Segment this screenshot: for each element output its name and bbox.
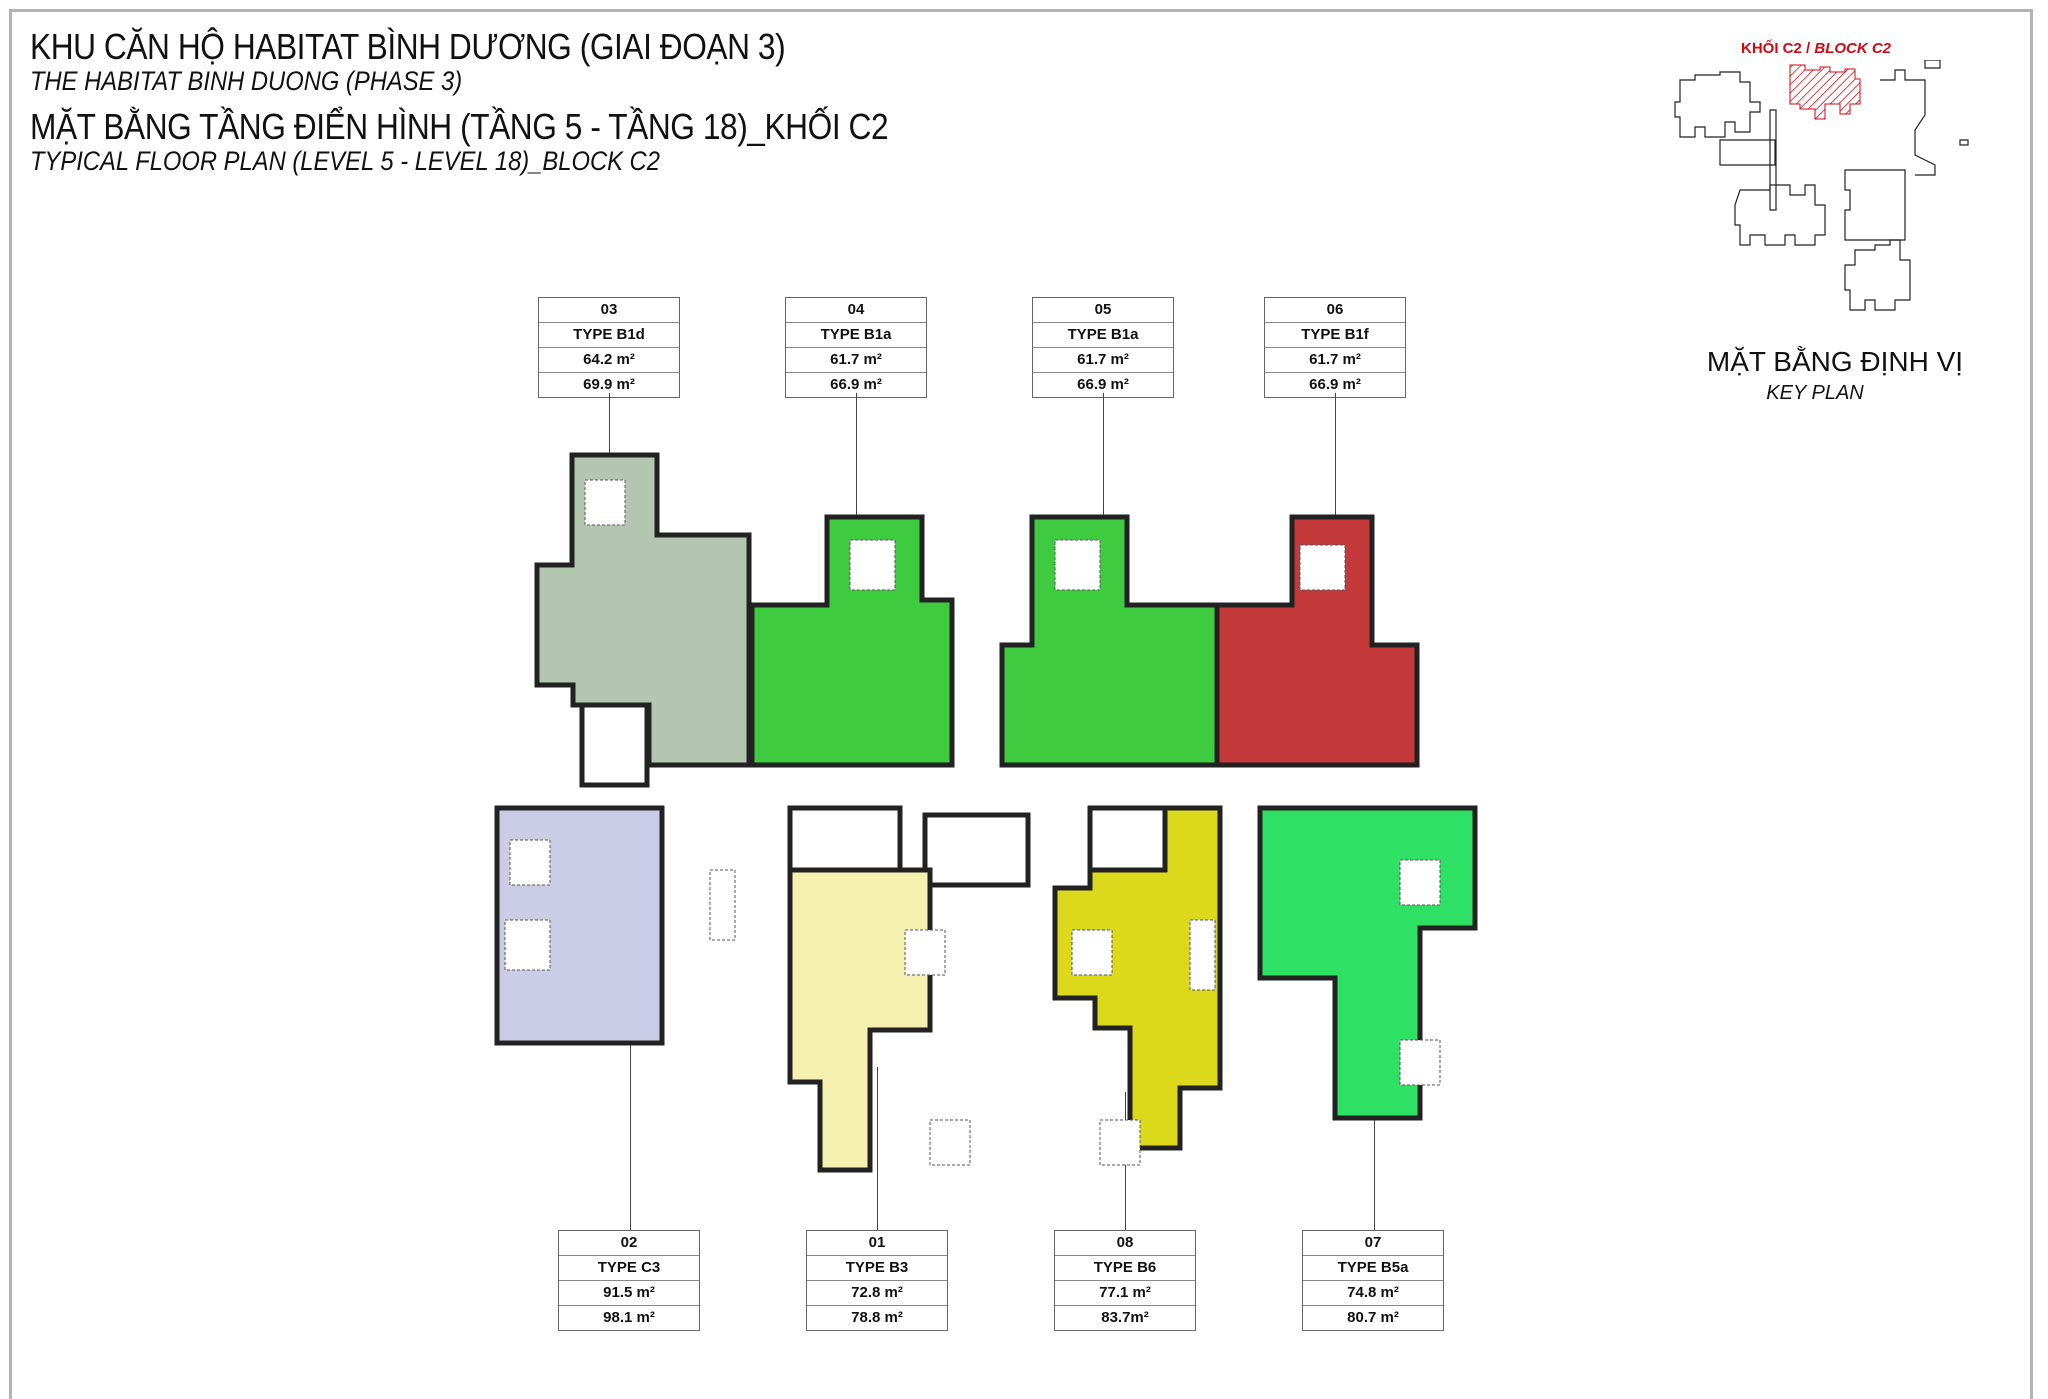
unit-04-area — [749, 514, 955, 768]
subtitle-vietnamese: MẶT BẰNG TẦNG ĐIỂN HÌNH (TẦNG 5 - TẦNG 1… — [30, 106, 889, 147]
unit-number: 02 — [559, 1231, 699, 1256]
leader-line-04 — [856, 393, 857, 563]
unit-05-area — [999, 514, 1220, 768]
unit-number: 03 — [539, 298, 679, 323]
unit-tag-02[interactable]: 02 TYPE C3 91.5 m² 98.1 m² — [558, 1230, 700, 1331]
block-label-en: BLOCK C2 — [1814, 40, 1892, 57]
unit-area-1: 61.7 m² — [786, 348, 926, 373]
unit-area-2: 83.7m² — [1101, 1309, 1149, 1326]
unit-area-2: 66.9 m² — [830, 376, 882, 393]
unit-area-1: 72.8 m² — [807, 1281, 947, 1306]
unit-type: TYPE B1f — [1265, 323, 1405, 348]
title-vietnamese: KHU CĂN HỘ HABITAT BÌNH DƯƠNG (GIAI ĐOẠN… — [30, 26, 786, 67]
unit-area-2: 80.7 m² — [1347, 1309, 1399, 1326]
subtitle-english: TYPICAL FLOOR PLAN (LEVEL 5 - LEVEL 18)_… — [30, 146, 660, 176]
unit-number: 01 — [807, 1231, 947, 1256]
unit-type: TYPE B5a — [1303, 1256, 1443, 1281]
leader-line-06 — [1335, 393, 1336, 563]
unit-tag-04[interactable]: 04 TYPE B1a 61.7 m² 66.9 m² — [785, 297, 927, 398]
unit-number: 05 — [1033, 298, 1173, 323]
unit-area-2: 66.9 m² — [1077, 376, 1129, 393]
unit-number: 08 — [1055, 1231, 1195, 1256]
unit-type: TYPE B1d — [539, 323, 679, 348]
leader-line-01 — [877, 1067, 878, 1230]
unit-type: TYPE C3 — [559, 1256, 699, 1281]
leader-line-05 — [1103, 393, 1104, 563]
unit-area-2: 78.8 m² — [851, 1309, 903, 1326]
unit-area-2: 69.9 m² — [583, 376, 635, 393]
unit-type: TYPE B3 — [807, 1256, 947, 1281]
unit-area-2: 98.1 m² — [603, 1309, 655, 1326]
unit-type: TYPE B6 — [1055, 1256, 1195, 1281]
block-label-vi: KHỐI C2 / — [1741, 40, 1815, 57]
unit-area-1: 77.1 m² — [1055, 1281, 1195, 1306]
unit-type: TYPE B1a — [786, 323, 926, 348]
unit-type: TYPE B1a — [1033, 323, 1173, 348]
leader-line-03 — [609, 393, 610, 495]
unit-tag-05[interactable]: 05 TYPE B1a 61.7 m² 66.9 m² — [1032, 297, 1174, 398]
unit-area-1: 61.7 m² — [1265, 348, 1405, 373]
key-plan-subtitle: KEY PLAN — [1766, 382, 1864, 404]
floor-plan — [494, 452, 1478, 1173]
leader-line-07 — [1374, 1055, 1375, 1230]
key-plan-diagram — [1674, 60, 1969, 311]
unit-tag-06[interactable]: 06 TYPE B1f 61.7 m² 66.9 m² — [1264, 297, 1406, 398]
unit-tag-08[interactable]: 08 TYPE B6 77.1 m² 83.7m² — [1054, 1230, 1196, 1331]
key-plan-block-label: KHỐI C2 / BLOCK C2 — [1741, 40, 1891, 57]
unit-07-area — [1257, 805, 1478, 1121]
leader-line-02 — [630, 1002, 631, 1230]
page-frame — [9, 9, 2033, 1399]
unit-01-area — [787, 867, 933, 1173]
unit-area-1: 74.8 m² — [1303, 1281, 1443, 1306]
title-english: THE HABITAT BINH DUONG (PHASE 3) — [30, 66, 463, 96]
unit-tag-01[interactable]: 01 TYPE B3 72.8 m² 78.8 m² — [806, 1230, 948, 1331]
unit-area-1: 61.7 m² — [1033, 348, 1173, 373]
unit-tag-03[interactable]: 03 TYPE B1d 64.2 m² 69.9 m² — [538, 297, 680, 398]
unit-area-2: 66.9 m² — [1309, 376, 1361, 393]
unit-tag-07[interactable]: 07 TYPE B5a 74.8 m² 80.7 m² — [1302, 1230, 1444, 1331]
unit-number: 04 — [786, 298, 926, 323]
unit-number: 06 — [1265, 298, 1405, 323]
key-plan-title: MẶT BẰNG ĐỊNH VỊ — [1706, 346, 1964, 377]
unit-area-1: 64.2 m² — [539, 348, 679, 373]
unit-number: 07 — [1303, 1231, 1443, 1256]
unit-area-1: 91.5 m² — [559, 1281, 699, 1306]
unit-06-area — [1214, 514, 1420, 768]
unit-08-area — [1052, 805, 1223, 1151]
